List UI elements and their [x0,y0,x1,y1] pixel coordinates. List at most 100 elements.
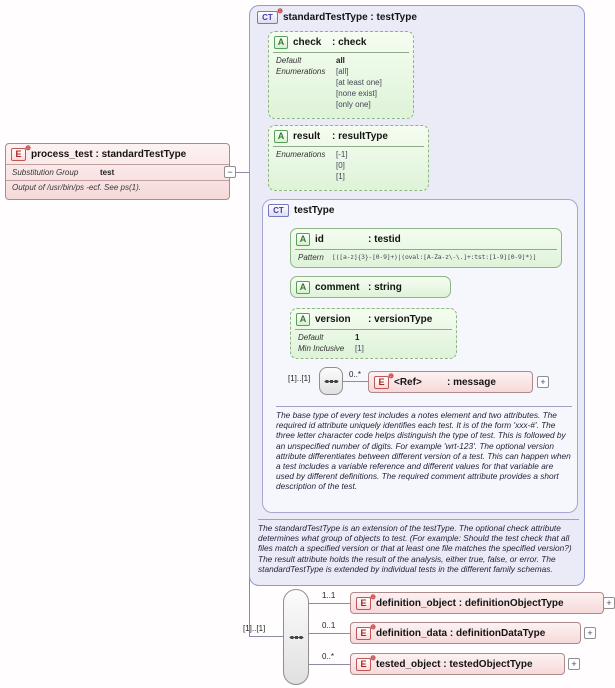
complextype-header: CT ⊕ standardTestType : testType [250,6,584,29]
connector-line [236,172,249,173]
facet-label [276,171,336,182]
element-plus-badge-icon: ⊕ [388,372,394,380]
attribute-icon: A [296,312,310,326]
sequence-icon [324,379,338,383]
element-plus-badge-icon: ⊕ [370,654,376,662]
attribute-type: : versionType [368,313,433,325]
facet-label: Enumerations [276,150,326,159]
attribute-icon: A [296,232,310,246]
substitution-group-row: Substitution Group test [6,164,229,180]
facet-label [276,160,336,171]
attribute-type: : resultType [332,130,388,142]
complextype-standardTestType[interactable]: CT ⊕ standardTestType : testType A check… [249,5,585,586]
expand-button[interactable]: + [537,376,549,388]
testType-annotation: The base type of every test includes a n… [276,406,572,508]
element-title: definition_data : definitionDataType [376,627,546,639]
content-sequence-cardinality: [1]..[1] [243,624,266,633]
attribute-name: comment [315,281,360,293]
element-icon: E ⊕ [11,145,31,161]
child-cardinality: 0..1 [322,621,336,630]
attribute-icon-letter: A [299,282,307,292]
facet-value: 1 [355,333,360,342]
facet-value: [0] [336,161,345,170]
element-type: : message [447,376,496,388]
element-icon: E ⊕ [356,624,376,640]
facet-value: [-1] [336,150,348,159]
attribute-header: A result : resultType [269,126,428,146]
sequence-compositor[interactable] [319,367,343,395]
substitution-group-value: test [100,168,115,177]
attribute-type: : string [368,281,402,293]
element-plus-badge-icon: ⊕ [370,623,376,631]
element-title: process_test : standardTestType [31,148,187,160]
element-icon: E ⊕ [374,373,394,389]
attribute-type: : check [332,36,367,48]
attribute-icon-letter: A [277,131,285,141]
attribute-icon: A [296,280,310,294]
attribute-header: A check : check [269,32,413,52]
element-icon-letter: E [15,149,22,159]
element-icon: E ⊕ [356,594,376,610]
facet-value: [([a-z]{3}-[0-9]+)|(oval:[A-Za-z\-\.]+:t… [332,253,537,261]
attribute-header: A comment : string [291,277,450,297]
facet-label [276,88,336,99]
expand-button[interactable]: + [568,658,580,670]
attribute-icon-letter: A [299,234,307,244]
element-definition-object[interactable]: E ⊕ definition_object : definitionObject… [350,592,604,614]
attribute-result[interactable]: A result : resultType Enumerations [-1] [… [268,125,429,191]
facet-label [276,77,336,88]
facet-value: [only one] [336,100,371,109]
element-annotation: Output of /usr/bin/ps -ecf. See ps(1). [6,180,229,193]
element-title: tested_object : testedObjectType [376,658,533,670]
complextype-title: standardTestType : testType [283,12,417,23]
facet-label: Default [276,56,302,65]
attribute-header: A version : versionType [291,309,456,329]
attribute-name: id [315,233,324,245]
element-name: <Ref> [394,376,422,388]
element-title: definition_object : definitionObjectType [376,597,564,609]
connector-line [343,381,368,382]
facet-value: [1] [355,344,364,353]
substitution-group-label: Substitution Group [12,168,79,177]
complextype-icon-letters: CT [273,205,284,215]
element-icon-letter: E [360,659,367,669]
facet-label: Pattern [298,253,324,262]
attribute-comment[interactable]: A comment : string [290,276,451,298]
facet-label: Enumerations [276,67,326,76]
sequence-icon [289,635,303,639]
expand-button[interactable]: + [603,597,615,609]
expand-button[interactable]: + [584,627,596,639]
element-header: E ⊕ definition_object : definitionObject… [351,593,603,613]
complextype-testType[interactable]: CT testType A id : testid Pattern [([a-z]… [262,199,578,513]
ref-cardinality: 0..* [349,370,362,379]
complextype-icon-letters: CT [262,13,273,22]
attribute-name: version [315,313,351,325]
complextype-title: testType [294,204,335,216]
element-header: E ⊕ process_test : standardTestType [6,144,229,164]
child-cardinality: 1..1 [322,591,336,600]
attribute-id[interactable]: A id : testid Pattern [([a-z]{3}-[0-9]+)|… [290,228,562,268]
element-tested-object[interactable]: E ⊕ tested_object : testedObjectType [350,653,565,675]
attribute-check[interactable]: A check : check Default all Enumerations [… [268,31,414,119]
attribute-facets: Enumerations[-1] [0] [1] [273,146,424,185]
element-plus-badge-icon: ⊕ [25,144,31,152]
complextype-icon: CT [268,203,289,217]
attribute-name: check [293,36,322,48]
element-definition-data[interactable]: E ⊕ definition_data : definitionDataType [350,622,581,644]
element-process-test[interactable]: E ⊕ process_test : standardTestType Subs… [5,143,230,200]
sequence-compositor[interactable] [283,589,309,685]
facet-label: Min Inclusive [298,344,345,353]
complextype-header: CT testType [263,200,577,220]
connector-line [309,664,350,665]
element-ref-message[interactable]: E ⊕ <Ref> : message [368,371,533,393]
attribute-icon-letter: A [299,314,307,324]
facet-value: all [336,56,345,65]
facet-value: [all] [336,67,349,76]
facet-label [276,99,336,110]
connector-line [309,603,350,604]
attribute-type: : testid [368,233,401,245]
collapse-button[interactable]: − [224,166,236,178]
